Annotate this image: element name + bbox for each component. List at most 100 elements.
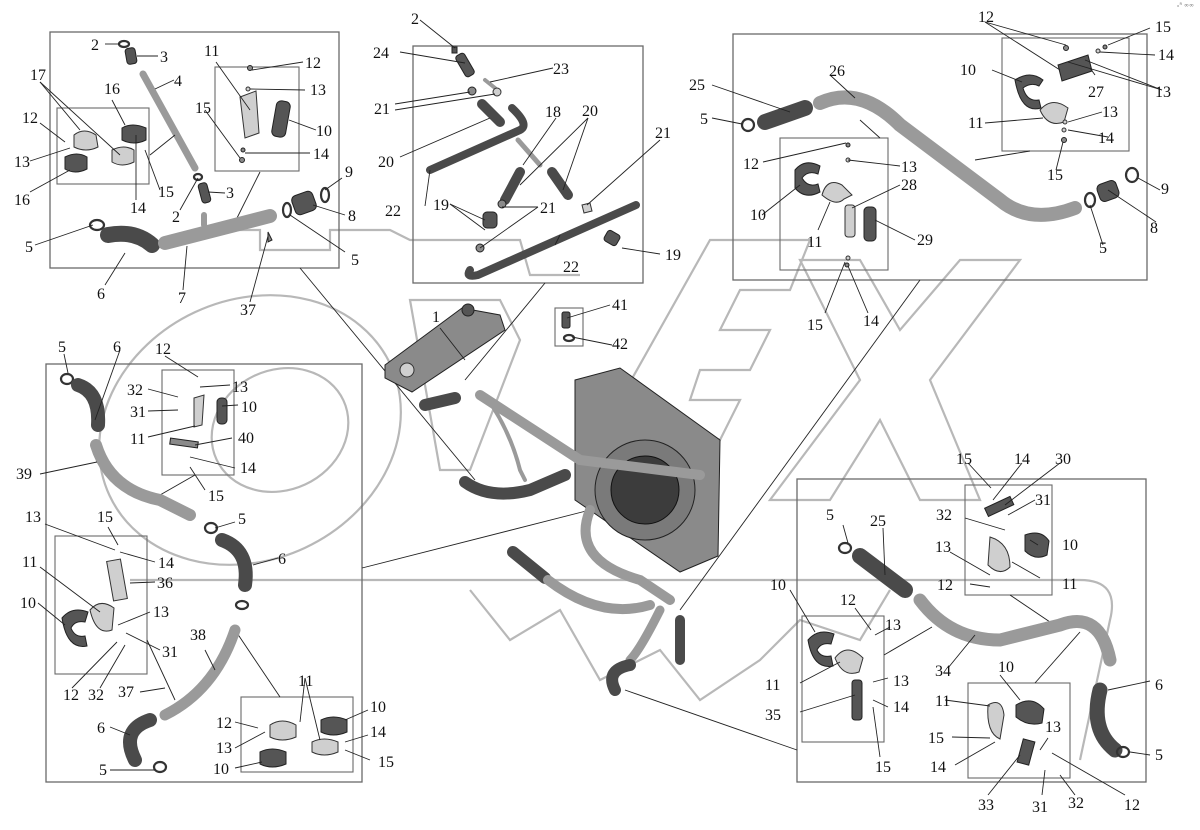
callout-tc-19b: 19: [665, 247, 681, 264]
seal-42: [562, 333, 576, 343]
hose-6c: [123, 713, 157, 767]
insert-10a: [794, 162, 821, 196]
callout-br-10c: 10: [998, 659, 1014, 676]
callout-tr-25: 25: [689, 77, 705, 94]
bracket-35: [851, 679, 863, 721]
callout-tr-14a: 14: [863, 313, 879, 330]
callout-br-30: 30: [1055, 451, 1071, 468]
callout-br-14c: 14: [930, 759, 946, 776]
callout-bl-11b: 11: [22, 554, 37, 571]
hose-6: [1089, 682, 1123, 758]
callout-bl-14c: 14: [370, 724, 386, 741]
clamp-5d: [152, 760, 168, 774]
hose-8: [1096, 180, 1120, 202]
clamp-5b: [1083, 191, 1097, 209]
pipe-18: [515, 137, 543, 168]
callout-bl-36: 36: [157, 575, 173, 592]
callout-br-12c: 12: [1124, 797, 1140, 814]
callout-tl-13b: 13: [310, 82, 326, 99]
fitting-3: [124, 47, 138, 65]
pipe-34: [913, 593, 1117, 667]
callout-bl-6a: 6: [113, 339, 121, 356]
top-right-subpanel-right: [1001, 37, 1130, 152]
insert-16a: [121, 124, 147, 144]
callout-tc-18: 18: [545, 104, 561, 121]
callout-tc-22a: 22: [385, 203, 401, 220]
callout-br-13a: 13: [935, 539, 951, 556]
clamp-11b: [834, 649, 864, 674]
watermark-gear-teeth: [469, 589, 891, 702]
strip-40: [169, 437, 199, 449]
callout-tr-15c: 15: [1047, 167, 1063, 184]
hose-20a: [477, 99, 505, 127]
top-right-panel-frame: [732, 33, 1148, 281]
upper-pipe: [475, 390, 705, 480]
callout-bl-37: 37: [118, 684, 134, 701]
callout-tl-16b: 16: [14, 192, 30, 209]
clamp-11a: [821, 182, 853, 203]
callout-br-11a: 11: [1062, 576, 1077, 593]
callouts: 2 3 4 17 12 16 13 16 14 15 2 3 11 12 13 …: [14, 9, 1174, 816]
callout-tc-20b: 20: [582, 103, 598, 120]
callout-bl-32a: 32: [127, 382, 143, 399]
callout-br-31b: 31: [1032, 799, 1048, 816]
bottom-left-panel-frame: [45, 363, 363, 783]
callout-tc-21c: 21: [540, 200, 556, 217]
lower-pipe: [580, 505, 675, 605]
fitting-3b: [197, 182, 212, 204]
callout-tr-11b: 11: [968, 115, 983, 132]
tube-24: [455, 52, 475, 78]
callout-tr-27: 27: [1088, 84, 1104, 101]
callout-tc-23: 23: [553, 61, 569, 78]
callout-br-32a: 32: [936, 507, 952, 524]
hose-22a: [426, 104, 528, 174]
callout-tr-14b: 14: [1158, 47, 1174, 64]
insert-10a: [216, 397, 228, 425]
callout-tl-37: 37: [240, 302, 256, 319]
callout-br-13b: 13: [885, 617, 901, 634]
clamp-5a: [740, 117, 756, 133]
callout-tr-5b: 5: [1099, 240, 1107, 257]
callout-bl-12c: 12: [216, 715, 232, 732]
callout-bl-15b: 15: [97, 509, 113, 526]
callout-br-25: 25: [870, 513, 886, 530]
callout-tl-9: 9: [345, 164, 353, 181]
part-23: [483, 78, 497, 90]
insert-16b: [64, 153, 88, 173]
clamp-5a: [837, 541, 853, 555]
callout-bl-11c: 11: [298, 673, 313, 690]
callout-br-11b: 11: [765, 677, 780, 694]
clamp-5a: [59, 372, 75, 386]
callout-br-15b: 15: [875, 759, 891, 776]
callout-bl-14b: 14: [158, 555, 174, 572]
callout-bl-5c: 5: [99, 762, 107, 779]
callout-tr-29: 29: [917, 232, 933, 249]
callout-bl-13b: 13: [25, 509, 41, 526]
top-left-parts: [64, 39, 331, 253]
callout-tc-21a: 21: [374, 101, 390, 118]
callout-tr-15a: 15: [807, 317, 823, 334]
callout-tr-13c: 13: [1102, 104, 1118, 121]
callout-bl-10b: 10: [20, 595, 36, 612]
callout-m-1: 1: [432, 309, 440, 326]
callout-bl-6b: 6: [278, 551, 286, 568]
watermark-letter-x: [767, 258, 1023, 502]
insert-10c: [320, 716, 348, 736]
callout-bl-14a: 14: [240, 460, 256, 477]
bottom-right-parts: [807, 495, 1131, 766]
clamp-11b: [89, 603, 115, 632]
bracket-36: [106, 558, 128, 602]
callout-br-12a: 12: [937, 577, 953, 594]
callout-tc-20a: 20: [378, 154, 394, 171]
clamp-5a: [88, 218, 106, 232]
expansion-tank-1: [384, 307, 506, 393]
callout-tr-28: 28: [901, 177, 917, 194]
hose-8: [291, 190, 317, 216]
callout-bl-5a: 5: [58, 339, 66, 356]
callout-m-42: 42: [612, 336, 628, 353]
callout-m-41: 41: [612, 297, 628, 314]
center-subpanel-41-42: [554, 307, 584, 347]
callout-br-13d: 13: [1045, 719, 1061, 736]
insert-10a: [1024, 532, 1050, 558]
